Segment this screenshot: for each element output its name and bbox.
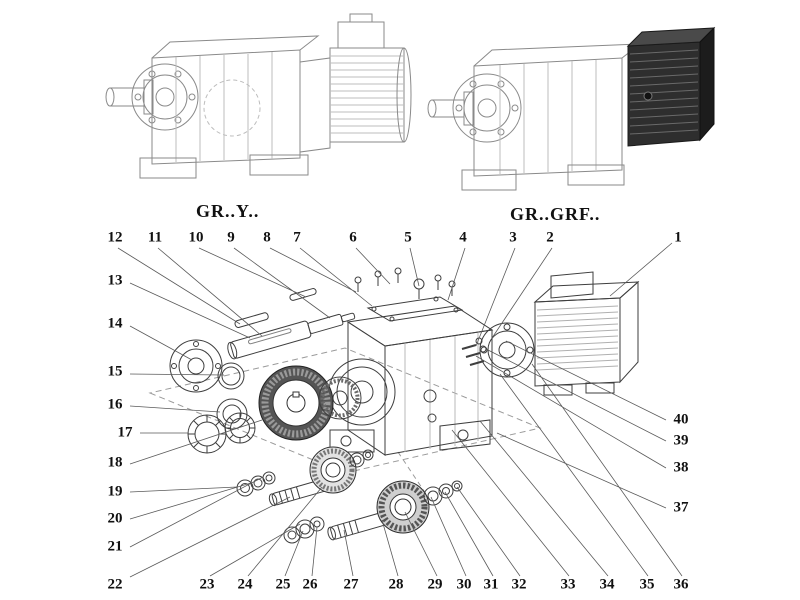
callout-37: 37 (673, 499, 689, 516)
dark-motor-illustration (626, 26, 716, 147)
retaining-rings-b (423, 480, 463, 506)
shaft-key (289, 288, 317, 301)
callout-29: 29 (427, 576, 443, 593)
callout-1: 1 (674, 229, 682, 246)
callout-23: 23 (199, 576, 215, 593)
retaining-rings-a (349, 449, 374, 468)
output-shaft (227, 288, 356, 360)
callout-17: 17 (117, 424, 133, 441)
model-label-gr-y: GR..Y.. (196, 201, 260, 221)
callout-24: 24 (237, 576, 253, 593)
callout-6: 6 (349, 229, 357, 246)
bearing-pair (187, 412, 256, 454)
callout-30: 30 (456, 576, 472, 593)
callout-38: 38 (673, 459, 689, 476)
gear-housing (328, 296, 494, 456)
washer-set-a (236, 471, 276, 497)
callout-14: 14 (107, 315, 123, 332)
callout-33: 33 (560, 576, 576, 593)
electric-motor (533, 271, 640, 396)
callout-16: 16 (107, 396, 123, 413)
callout-27: 27 (343, 576, 359, 593)
gear-output-stage (376, 480, 430, 534)
callout-40: 40 (673, 411, 689, 428)
callout-32: 32 (511, 576, 527, 593)
callout-8: 8 (263, 229, 271, 246)
assembled-unit-right-illustration (427, 26, 716, 191)
callout-31: 31 (483, 576, 499, 593)
callout-12: 12 (107, 229, 123, 246)
callout-21: 21 (107, 538, 123, 555)
callout-22: 22 (107, 576, 123, 593)
gear-small (309, 446, 357, 494)
callout-25: 25 (275, 576, 291, 593)
callout-28: 28 (388, 576, 404, 593)
callout-15: 15 (107, 363, 123, 380)
model-label-gr-grf: GR..GRF.. (510, 204, 601, 224)
washer-set-b (283, 516, 325, 544)
assembled-unit-left-illustration (105, 13, 412, 179)
spacer-bushing (216, 398, 248, 430)
callout-13: 13 (107, 272, 123, 289)
callout-20: 20 (107, 510, 123, 527)
callout-36: 36 (673, 576, 689, 593)
callout-39: 39 (673, 432, 689, 449)
callout-19: 19 (107, 483, 123, 500)
callout-10: 10 (188, 229, 204, 246)
callout-4: 4 (459, 229, 467, 246)
callout-7: 7 (293, 229, 301, 246)
callout-26: 26 (302, 576, 318, 593)
callout-5: 5 (404, 229, 412, 246)
callout-18: 18 (107, 454, 123, 471)
callout-9: 9 (227, 229, 235, 246)
callout-35: 35 (639, 576, 655, 593)
bearing-cover-flange (169, 339, 245, 393)
helical-gear-large (258, 365, 334, 441)
eye-bolt (413, 278, 425, 290)
callout-2: 2 (546, 229, 554, 246)
gear-medium (318, 376, 362, 420)
cover-bolts (354, 267, 456, 299)
flange-studs (461, 337, 487, 366)
shaft-key (234, 312, 269, 328)
callout-34: 34 (599, 576, 615, 593)
callout-3: 3 (509, 229, 517, 246)
callout-11: 11 (147, 229, 163, 246)
leader-lines (117, 242, 683, 578)
terminal-box (550, 271, 594, 299)
exploded-view-illustration (148, 267, 640, 544)
